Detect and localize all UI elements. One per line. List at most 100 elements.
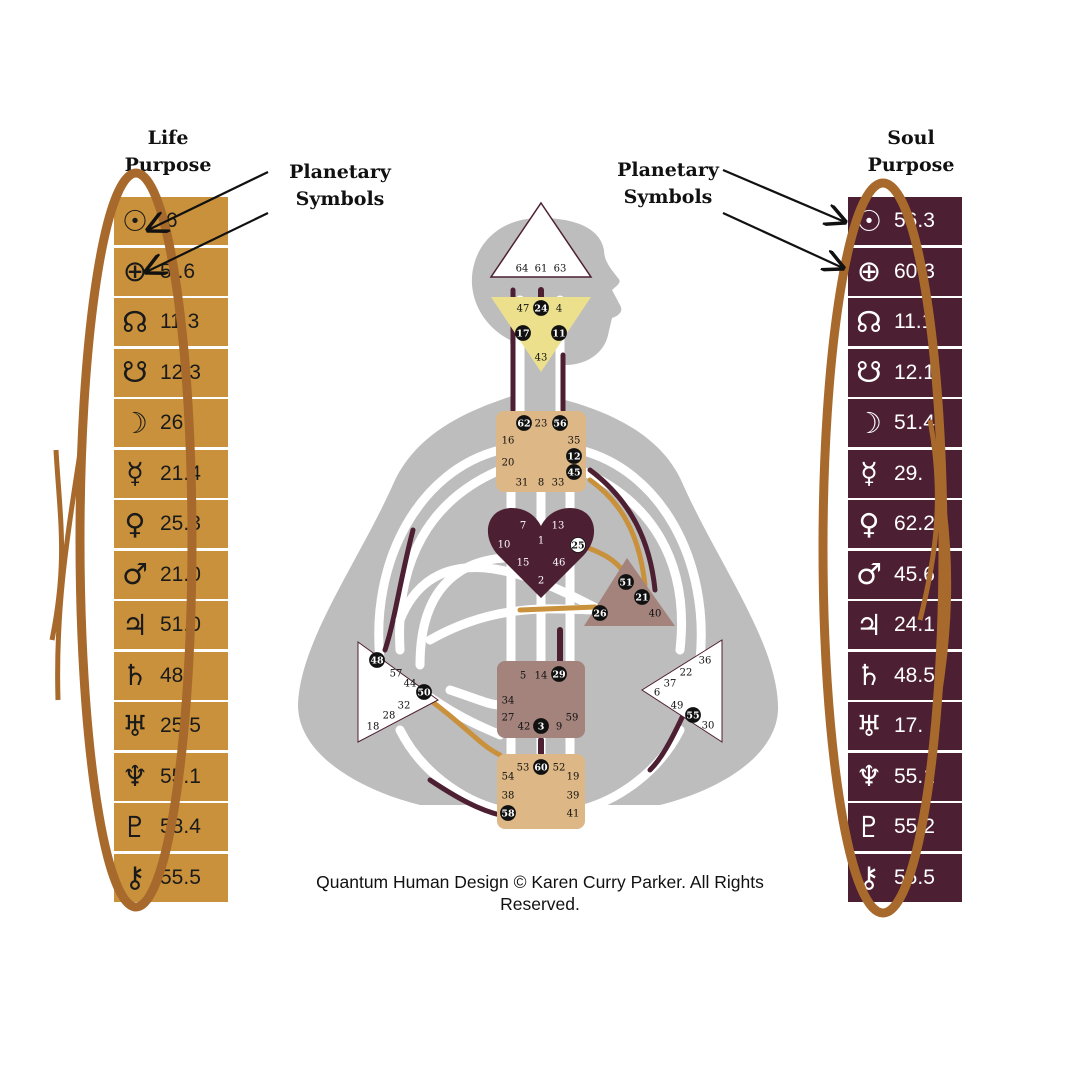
gate-number: 54 — [502, 772, 515, 783]
gate-number: 4 — [556, 304, 562, 315]
gate-number: 34 — [502, 696, 515, 707]
gate-31: 31 — [516, 478, 529, 489]
gate-20: 20 — [502, 458, 515, 469]
life-purpose-row-saturn: ♄48. — [114, 651, 228, 700]
life-purpose-row-sun: ☉.6 — [114, 197, 228, 245]
gate-44: 44 — [404, 679, 417, 690]
gate-number: 27 — [502, 713, 515, 724]
gate-number: 28 — [383, 711, 396, 722]
gate-32: 32 — [398, 701, 411, 712]
gate-number: 11 — [552, 329, 565, 340]
gate-13: 13 — [552, 521, 565, 532]
gate-53: 53 — [517, 763, 530, 774]
life-purpose-circle-scribble — [49, 439, 85, 701]
gate-activation-dot — [634, 589, 650, 605]
gate-number: 41 — [567, 809, 580, 820]
gate-number: 44 — [404, 679, 417, 690]
gate-number: 3 — [538, 722, 545, 733]
gate-number: 64 — [516, 264, 529, 275]
gate-number: 42 — [518, 722, 531, 733]
gate-22: 22 — [680, 668, 693, 679]
gate-48: 48 — [369, 652, 385, 668]
soul-purpose-heading-line2: Purpose — [867, 154, 955, 176]
gate-8: 8 — [538, 478, 544, 489]
life-purpose-row-moon: ☽26. — [114, 399, 228, 447]
gate-number: 48 — [370, 656, 384, 667]
gate-number: 49 — [671, 701, 684, 712]
life-purpose-heading-line1: Life — [147, 127, 189, 149]
gate-number: 12 — [567, 452, 580, 463]
venus-icon: ♀ — [124, 506, 146, 541]
life-purpose-heading: Life Purpose — [118, 125, 218, 179]
gate-number: 31 — [516, 478, 529, 489]
jupiter-icon: ♃ — [856, 607, 882, 642]
gate-58: 58 — [500, 805, 516, 821]
gate-35: 35 — [568, 436, 581, 447]
gate-number: 56 — [553, 419, 567, 430]
gate-number: 39 — [567, 791, 580, 802]
planetary-label-left-line2: Symbols — [295, 188, 385, 210]
pluto-icon: ♇ — [122, 809, 148, 844]
gate-5: 5 — [520, 671, 526, 682]
gate-number: 2 — [538, 576, 544, 587]
gate-14: 14 — [535, 671, 548, 682]
gate-24: 24 — [533, 300, 549, 316]
gate-46: 46 — [553, 558, 566, 569]
gate-number: 46 — [553, 558, 566, 569]
gate-number: 63 — [554, 264, 567, 275]
life-purpose-column: ☉.6⊕5 .6☊11.3☋12.3☽26.☿21.4♀25.3♂21.0♃51… — [114, 197, 228, 904]
gate-number: 5 — [520, 671, 526, 682]
gate-26: 26 — [592, 605, 608, 621]
south-node-icon: ☋ — [856, 355, 882, 389]
gate-47: 47 — [517, 304, 530, 315]
gate-43: 43 — [535, 353, 548, 364]
uranus-icon: ♅ — [856, 708, 882, 743]
gate-number: 16 — [502, 436, 515, 447]
soul-purpose-circle-scribble — [917, 419, 952, 721]
gate-number: 24 — [534, 304, 548, 315]
gate-number: 1 — [538, 536, 544, 547]
gate-number: 55 — [686, 711, 699, 722]
gate-activation-dot — [552, 415, 568, 431]
gate-number: 51 — [619, 578, 632, 589]
gate-29: 29 — [551, 666, 567, 682]
uranus-icon: ♅ — [122, 708, 148, 743]
gate-number: 30 — [702, 721, 715, 732]
life-purpose-heading-line2: Purpose — [124, 154, 212, 176]
neptune-icon: ♆ — [856, 759, 882, 793]
gate-34: 34 — [502, 696, 515, 707]
gate-28: 28 — [383, 711, 396, 722]
gate-number: 6 — [654, 688, 660, 699]
north-node-icon: ☊ — [122, 304, 148, 339]
soul-purpose-row-south-node: ☋12.1 — [848, 348, 962, 397]
life-purpose-row-neptune: ♆55.1 — [114, 752, 228, 801]
gate-55: 55 — [685, 707, 701, 723]
gate-activation-dot — [570, 537, 586, 553]
gate-52: 52 — [553, 763, 566, 774]
gate-7: 7 — [520, 521, 526, 532]
arrow-left-1 — [148, 171, 269, 230]
gate-63: 63 — [554, 264, 567, 275]
soul-purpose-value: 51.4 — [894, 411, 935, 434]
gate-number: 40 — [649, 609, 662, 620]
gate-19: 19 — [567, 772, 580, 783]
caption-line-2: Reserved. — [500, 894, 580, 914]
gate-number: 62 — [517, 419, 530, 430]
gate-number: 37 — [664, 679, 677, 690]
gate-number: 8 — [538, 478, 544, 489]
gate-49: 49 — [671, 701, 684, 712]
soul-purpose-heading-line1: Soul — [887, 127, 935, 149]
gate-number: 59 — [566, 713, 579, 724]
gate-33: 33 — [552, 478, 565, 489]
gate-activation-dot — [369, 652, 385, 668]
gate-11: 11 — [551, 325, 567, 341]
gate-37: 37 — [664, 679, 677, 690]
life-purpose-row-mercury: ☿21.4 — [114, 449, 228, 498]
moon-icon: ☽ — [856, 405, 882, 440]
gate-number: 58 — [501, 809, 515, 820]
life-purpose-row-south-node: ☋12.3 — [114, 348, 228, 397]
g-center — [487, 508, 595, 598]
